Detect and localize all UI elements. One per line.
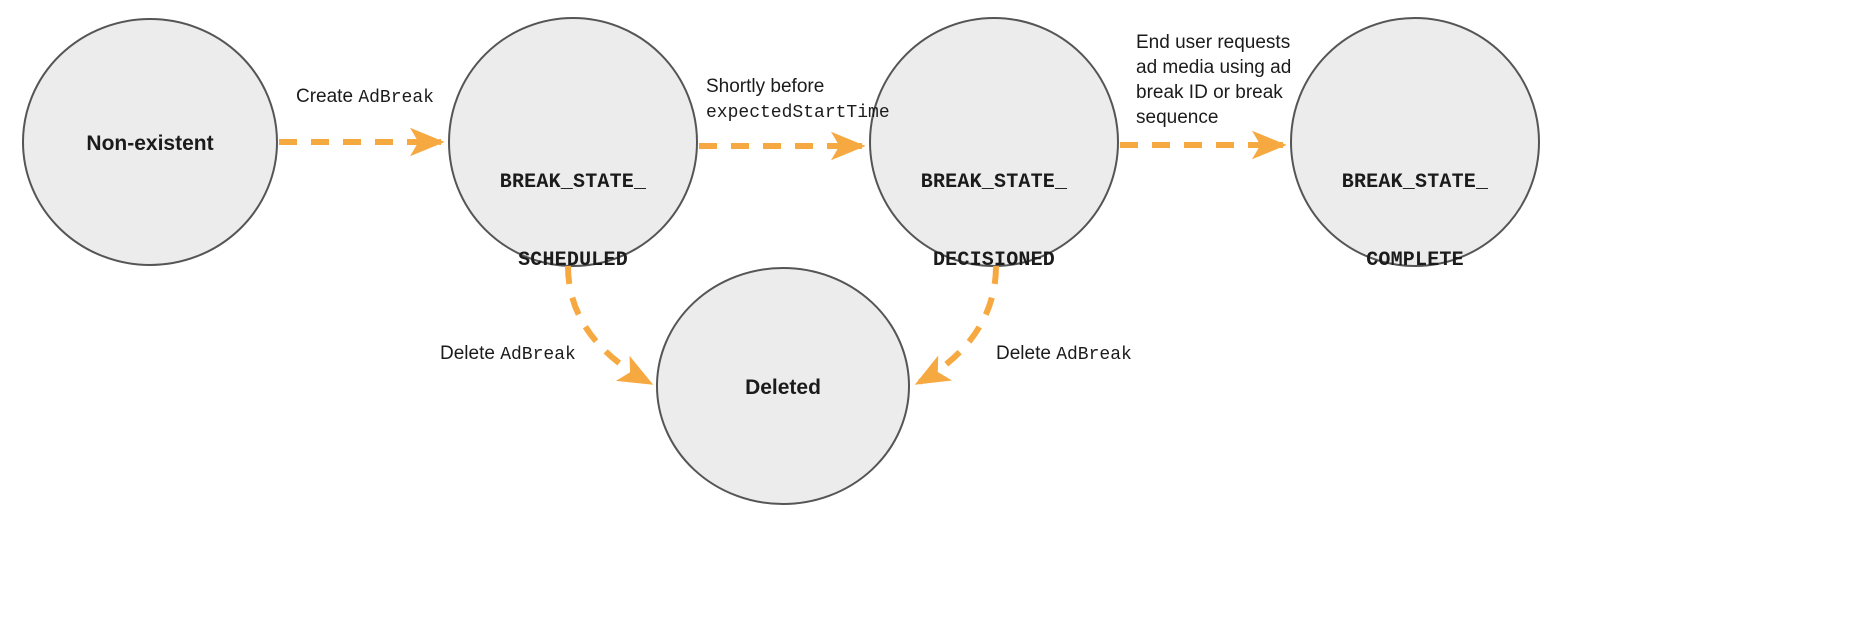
edge-label-line: expectedStartTime — [706, 99, 956, 126]
node-break-state-complete[interactable] — [1290, 17, 1540, 267]
edge-label-delete-adbreak-from-decisioned: Delete AdBreak — [996, 341, 1196, 368]
node-shape-circle — [656, 267, 910, 505]
edge-label-line: break ID or break — [1136, 80, 1356, 105]
node-shape-circle — [869, 17, 1119, 267]
node-break-state-scheduled[interactable] — [448, 17, 698, 267]
code-token: AdBreak — [358, 88, 434, 108]
edge-label-line: Shortly before — [706, 74, 956, 99]
node-shape-circle — [22, 18, 278, 266]
text-token: End user requests — [1136, 32, 1291, 53]
text-token: sequence — [1136, 107, 1219, 129]
node-deleted[interactable] — [656, 267, 910, 505]
edge-label-create-adbreak: Create AdBreak — [296, 84, 496, 111]
code-token: AdBreak — [1056, 345, 1132, 365]
edge-label-line: Create AdBreak — [296, 84, 496, 111]
code-token: expectedStartTime — [706, 103, 890, 124]
text-token: break ID or break — [1136, 82, 1283, 104]
text-token: ad media using ad — [1136, 57, 1292, 79]
edge-path — [565, 265, 654, 386]
node-non-existent[interactable] — [22, 18, 278, 266]
edge-delete-adbreak-from-decisioned — [914, 265, 999, 386]
edge-label-end-user-requests-ad-media: End user requests ad media using ad break … — [1136, 30, 1356, 130]
node-shape-circle — [1290, 17, 1540, 267]
edge-label-line: Delete AdBreak — [440, 341, 640, 368]
edge-label-line: sequence — [1136, 105, 1356, 130]
edge-label-line: Delete AdBreak — [996, 341, 1196, 368]
edge-label-line: ad media using ad — [1136, 55, 1356, 80]
text-token: Shortly before — [706, 76, 825, 97]
edge-path — [914, 265, 999, 386]
edge-label-shortly-before-expectedstarttime: Shortly before expectedStartTime — [706, 74, 956, 126]
node-break-state-decisioned[interactable] — [869, 17, 1119, 267]
edge-label-line: End user requests — [1136, 30, 1356, 55]
code-token: AdBreak — [500, 345, 576, 365]
text-token: Create — [296, 86, 359, 107]
text-token: Delete — [440, 343, 501, 364]
edge-delete-adbreak-from-scheduled — [565, 265, 654, 386]
text-token: Delete — [996, 343, 1057, 364]
node-shape-circle — [448, 17, 698, 267]
edge-label-delete-adbreak-from-scheduled: Delete AdBreak — [440, 341, 640, 368]
